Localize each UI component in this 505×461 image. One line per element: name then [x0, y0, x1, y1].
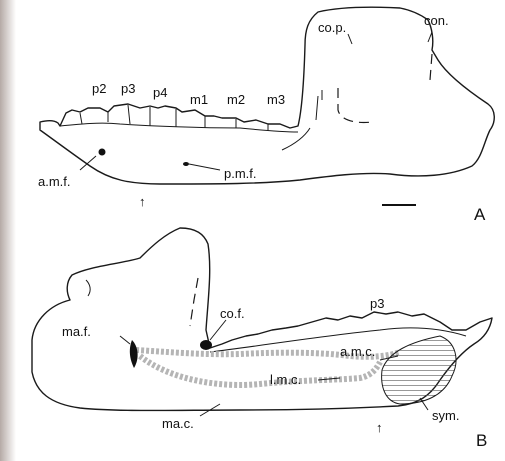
label-maf: ma.f.	[62, 324, 91, 339]
panel-b-maf-leader	[120, 336, 130, 344]
label-p4: p4	[153, 85, 167, 100]
label-m3: m3	[267, 92, 285, 107]
panel-letter-a: A	[474, 205, 486, 224]
label-p3: p3	[121, 81, 135, 96]
label-amf: a.m.f.	[38, 174, 71, 189]
panel-b-condyle-detail	[86, 280, 90, 296]
panel-b: co.f. p3 ma.f. a.m.c. l.m.c. sym. ma.c. …	[32, 228, 492, 450]
label-lmc: l.m.c.	[270, 372, 301, 387]
label-cop: co.p.	[318, 20, 346, 35]
panel-b-cof-leader	[210, 320, 226, 340]
panel-b-coronoid-dashed	[190, 278, 198, 326]
panel-a-dashed-ramus-line	[338, 88, 372, 123]
label-p2: p2	[92, 81, 106, 96]
label-m1: m1	[190, 92, 208, 107]
label-amc: a.m.c.	[340, 344, 375, 359]
panel-a-tooth-row	[60, 123, 298, 132]
panel-a: co.p. con. p2 p3 p4 m1 m2 m3 a.m.f. p.m.…	[38, 7, 494, 224]
panel-b-coronoid-foramen	[200, 340, 212, 350]
panel-b-mandibular-foramen	[130, 340, 138, 368]
panel-a-con-leader	[428, 32, 432, 42]
label-con: con.	[424, 13, 449, 28]
label-sym: sym.	[432, 408, 459, 423]
panel-a-cop-leader	[348, 34, 352, 44]
panel-a-posterior-mental-foramen	[183, 162, 189, 166]
panel-b-lower-canal	[140, 356, 380, 385]
panel-a-anterior-mental-foramen	[99, 149, 106, 156]
panel-b-arrow: ↑	[376, 420, 383, 435]
panel-a-arrow: ↑	[139, 194, 146, 209]
panel-a-masseteric-ridge	[316, 90, 322, 120]
panel-a-dashed-condyle-line	[430, 54, 432, 80]
panel-a-pmf-leader	[189, 164, 220, 170]
panel-letter-b: B	[476, 431, 487, 450]
label-p3-b: p3	[370, 296, 384, 311]
label-pmf: p.m.f.	[224, 166, 257, 181]
label-m2: m2	[227, 92, 245, 107]
panel-b-symphysis	[382, 336, 456, 404]
label-cof: co.f.	[220, 306, 245, 321]
label-mac: ma.c.	[162, 416, 194, 431]
